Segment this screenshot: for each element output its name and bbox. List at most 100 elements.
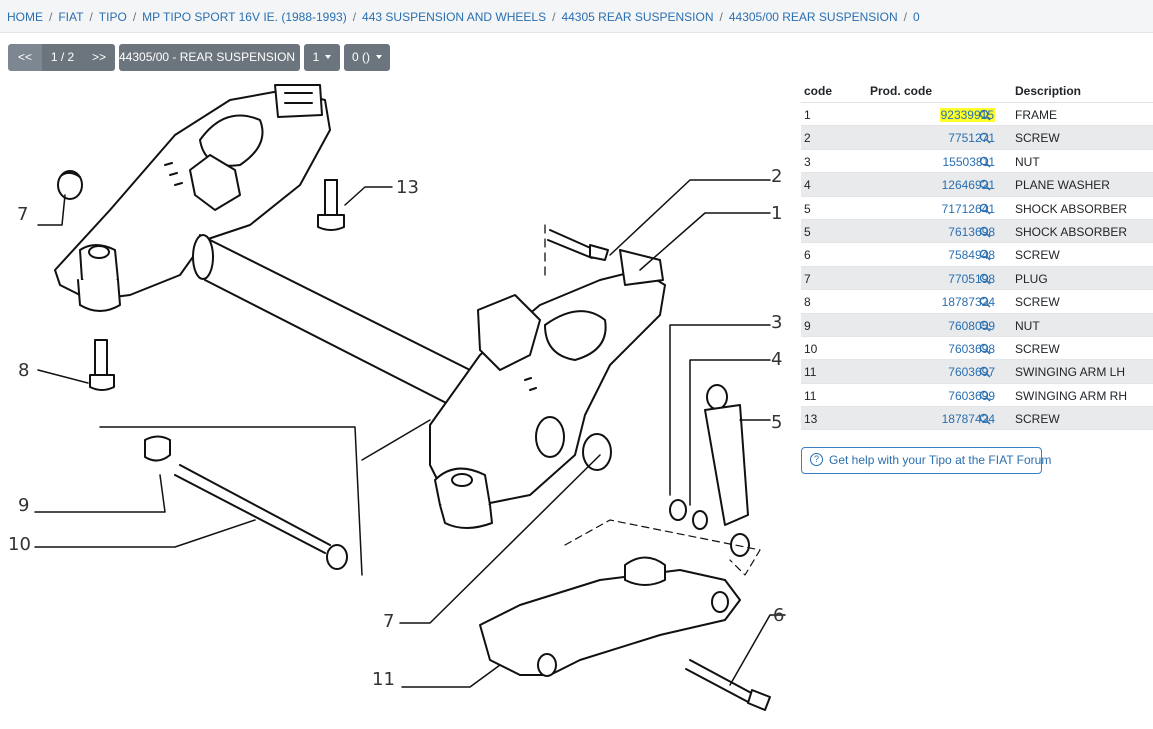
label-10: 10 [8, 534, 31, 555]
search-icon[interactable] [979, 390, 991, 402]
diagram-labels: 7 13 2 1 8 3 4 5 9 10 7 6 11 [8, 166, 784, 690]
row-description: SHOCK ABSORBER [1015, 224, 1128, 239]
label-7-lower: 7 [383, 611, 394, 632]
breadcrumb-group[interactable]: 443 SUSPENSION AND WHEELS [362, 10, 547, 24]
header-description: Description [1015, 84, 1082, 98]
search-icon[interactable] [979, 109, 991, 121]
search-icon[interactable] [979, 132, 991, 144]
search-icon[interactable] [979, 203, 991, 215]
breadcrumb: HOME / FIAT / TIPO / MP TIPO SPORT 16V IE. (19… [0, 0, 1153, 33]
row-description: PLUG [1015, 271, 1048, 286]
search-icon[interactable] [979, 179, 991, 191]
search-icon[interactable] [979, 413, 991, 425]
search-icon[interactable] [979, 226, 991, 238]
page-indicator: 1 / 2 [42, 44, 83, 71]
breadcrumb-separator: / [903, 10, 907, 24]
next-page-button[interactable]: >> [83, 44, 115, 71]
number-select[interactable]: 1 [304, 44, 340, 71]
label-2: 2 [771, 166, 782, 187]
row-prod-code-link[interactable]: 7613698 [948, 224, 995, 239]
breadcrumb-home[interactable]: HOME [7, 10, 43, 24]
plug-part [57, 170, 83, 200]
leader-lines [34, 179, 786, 688]
row-code: 11 [804, 388, 817, 403]
table-row: 10 7603698 SCREW [801, 337, 1153, 361]
breadcrumb-model[interactable]: MP TIPO SPORT 16V IE. (1988-1993) [142, 10, 347, 24]
breadcrumb-separator: / [552, 10, 556, 24]
row-prod-code-link[interactable]: 7751271 [948, 131, 995, 146]
row-code: 1 [804, 108, 811, 122]
breadcrumb-fiat[interactable]: FIAT [58, 10, 84, 24]
breadcrumb-separator: / [89, 10, 93, 24]
label-9: 9 [18, 495, 29, 516]
row-prod-code-link[interactable]: 7608059 [948, 318, 995, 333]
chevron-down-icon [325, 54, 332, 59]
label-3: 3 [771, 312, 782, 333]
row-description: NUT [1015, 318, 1040, 333]
row-description: FRAME [1015, 108, 1057, 122]
question-icon: ? [810, 453, 823, 467]
search-icon[interactable] [979, 156, 991, 168]
row-description: SCREW [1015, 341, 1060, 356]
breadcrumb-separator: / [719, 10, 723, 24]
prev-page-button[interactable]: << [8, 44, 42, 71]
search-icon[interactable] [979, 296, 991, 308]
breadcrumb-tipo[interactable]: TIPO [98, 10, 127, 24]
row-description: NUT [1015, 154, 1040, 169]
header-prod-code: Prod. code [870, 84, 933, 98]
row-prod-code-link[interactable]: 7603697 [948, 365, 995, 380]
breadcrumb-variant[interactable]: 0 [912, 10, 920, 24]
breadcrumb-separator: / [132, 10, 137, 24]
group-select[interactable]: 44305/00 - REAR SUSPENSION [119, 44, 308, 71]
search-icon[interactable] [979, 249, 991, 261]
shock-absorber-part [669, 384, 750, 557]
forum-help-button[interactable]: ? Get help with your Tipo at the FIAT For… [801, 447, 1051, 474]
row-description: SCREW [1015, 131, 1060, 146]
row-description: SCREW [1015, 248, 1060, 263]
table-row: 11 7603697 SWINGING ARM LH [801, 360, 1153, 384]
header-code: code [804, 84, 833, 98]
row-prod-code-link[interactable]: 7584948 [948, 248, 995, 263]
table-row: 9 7608059 NUT [801, 313, 1153, 337]
row-code: 6 [804, 248, 811, 263]
row-code: 9 [804, 318, 811, 333]
table-header: code Prod. code Description [801, 80, 1153, 103]
variant-select[interactable]: 0 () [344, 44, 390, 71]
screw-6-part [685, 659, 771, 711]
search-icon[interactable] [979, 343, 991, 355]
row-description: SWINGING ARM LH [1015, 365, 1126, 380]
row-prod-code-link[interactable]: 7603699 [948, 388, 995, 403]
variant-select-value: 0 () [352, 50, 370, 64]
forum-help-label: Get help with your Tipo at the FIAT Foru… [829, 453, 1052, 467]
table-row: 6 7584948 SCREW [801, 243, 1153, 267]
row-description: SCREW [1015, 295, 1060, 310]
breadcrumb-separator: / [49, 10, 53, 24]
plug-lower-part [582, 433, 612, 471]
chevron-down-icon [376, 54, 382, 59]
screw-13-part [317, 179, 345, 231]
screw-8-part [89, 339, 115, 391]
search-icon[interactable] [979, 366, 991, 378]
row-prod-code-link[interactable]: 7603698 [948, 341, 995, 356]
search-icon[interactable] [979, 320, 991, 332]
row-description: SHOCK ABSORBER [1015, 201, 1128, 216]
group-select-value: 44305/00 - REAR SUSPENSION [119, 50, 296, 64]
label-4: 4 [771, 349, 782, 370]
row-description: SCREW [1015, 412, 1060, 427]
breadcrumb-subgroup[interactable]: 44305 REAR SUSPENSION [561, 10, 714, 24]
search-icon[interactable] [979, 273, 991, 285]
row-code: 11 [804, 365, 817, 380]
row-code: 10 [804, 341, 818, 356]
breadcrumb-table[interactable]: 44305/00 REAR SUSPENSION [728, 10, 898, 24]
row-prod-code-link[interactable]: 7705198 [948, 271, 995, 286]
